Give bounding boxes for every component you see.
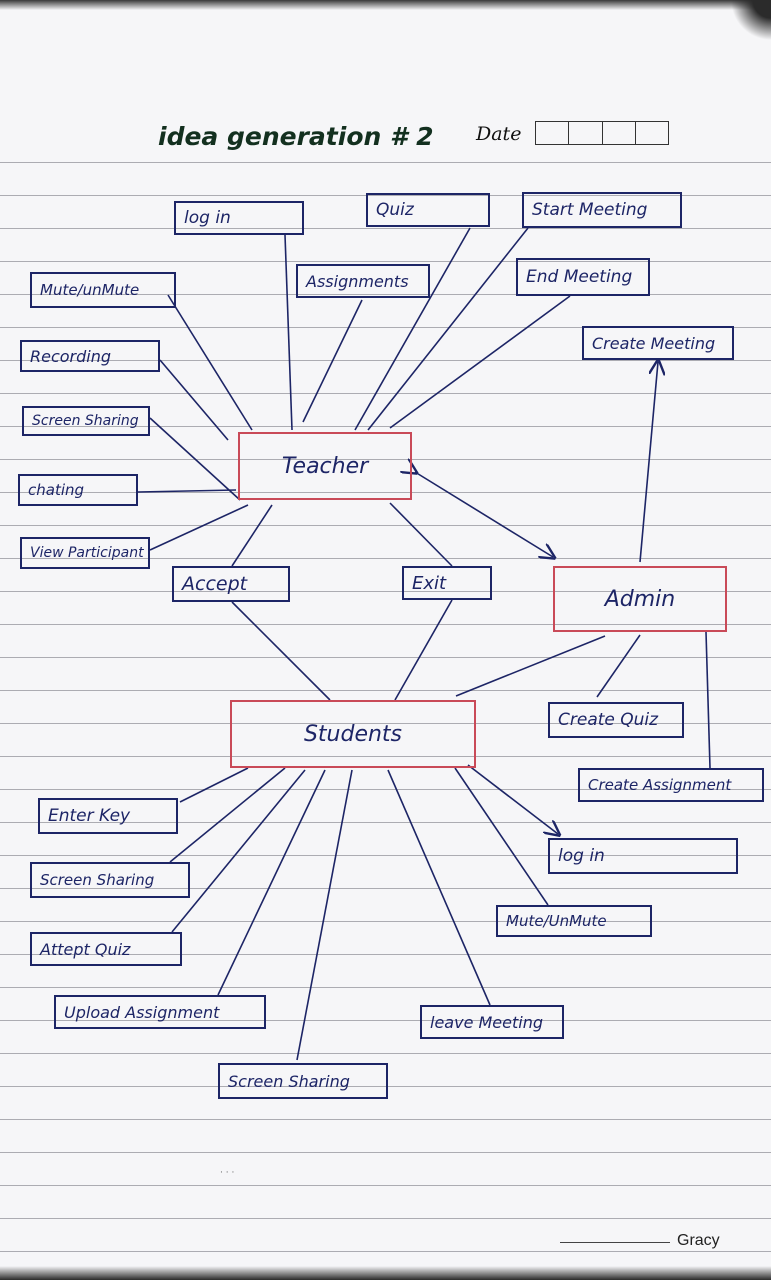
link-students-upload bbox=[217, 769, 326, 996]
ruled-line bbox=[0, 1251, 771, 1252]
end-meeting-box: End Meeting bbox=[516, 258, 650, 296]
ruled-line bbox=[0, 195, 771, 196]
create-meeting-box: Create Meeting bbox=[582, 326, 734, 360]
ruled-line bbox=[0, 657, 771, 658]
teacher-node: Teacher bbox=[238, 432, 412, 500]
ruled-line bbox=[0, 855, 771, 856]
link-teacher-screen bbox=[149, 417, 241, 501]
arrow-students-login bbox=[467, 764, 558, 834]
ruled-line bbox=[0, 558, 771, 559]
recording-box: Recording bbox=[20, 340, 160, 372]
link-teacher-login bbox=[284, 234, 293, 431]
link-teacher-assignments bbox=[302, 299, 363, 423]
link-teacher-chatting bbox=[137, 489, 237, 493]
screen-sharing-student-1-box: Screen Sharing bbox=[30, 862, 190, 898]
enter-key-box: Enter Key bbox=[38, 798, 178, 834]
ruled-line bbox=[0, 525, 771, 526]
ruled-line bbox=[0, 1119, 771, 1120]
mute-unmute-teacher-box: Mute/unMute bbox=[30, 272, 176, 308]
create-assignment-box: Create Assignment bbox=[578, 768, 764, 802]
start-meeting-box: Start Meeting bbox=[522, 192, 682, 228]
link-teacher-mute bbox=[167, 294, 253, 431]
corner-shadow bbox=[731, 0, 771, 40]
assignments-box: Assignments bbox=[296, 264, 430, 298]
ruled-line bbox=[0, 228, 771, 229]
link-teacher-exit bbox=[389, 502, 453, 567]
link-admin-create-quiz bbox=[596, 634, 641, 698]
ruled-line bbox=[0, 162, 771, 163]
ruled-line bbox=[0, 1053, 771, 1054]
create-quiz-box: Create Quiz bbox=[548, 702, 684, 738]
link-teacher-accept bbox=[231, 504, 273, 567]
link-students-screen2 bbox=[296, 769, 353, 1061]
students-node: Students bbox=[230, 700, 476, 768]
link-students-attempt bbox=[171, 769, 306, 933]
screen-sharing-student-2-box: Screen Sharing bbox=[218, 1063, 388, 1099]
ruled-line bbox=[0, 1152, 771, 1153]
attempt-quiz-box: Attept Quiz bbox=[30, 932, 182, 966]
ruled-line bbox=[0, 1218, 771, 1219]
ruled-line bbox=[0, 624, 771, 625]
ruled-line bbox=[0, 756, 771, 757]
ruled-line bbox=[0, 789, 771, 790]
link-teacher-quiz bbox=[354, 227, 471, 431]
ink-smudge: · · · bbox=[220, 1168, 235, 1178]
exit-box: Exit bbox=[402, 566, 492, 600]
brand-label: Gracy bbox=[677, 1232, 720, 1249]
upload-assignment-box: Upload Assignment bbox=[54, 995, 266, 1029]
top-shadow bbox=[0, 0, 771, 10]
ruled-line bbox=[0, 360, 771, 361]
mute-unmute-student-box: Mute/UnMute bbox=[496, 905, 652, 937]
view-participant-box: View Participant bbox=[20, 537, 150, 569]
link-students-leave bbox=[387, 769, 491, 1006]
chatting-box: chating bbox=[18, 474, 138, 506]
ruled-line bbox=[0, 987, 771, 988]
ruled-line bbox=[0, 261, 771, 262]
ruled-line bbox=[0, 1020, 771, 1021]
date-boxes bbox=[535, 121, 669, 145]
ruled-line bbox=[0, 591, 771, 592]
leave-meeting-box: leave Meeting bbox=[420, 1005, 564, 1039]
ruled-line bbox=[0, 1086, 771, 1087]
link-accept-students bbox=[231, 601, 331, 701]
ruled-line bbox=[0, 492, 771, 493]
ruled-line bbox=[0, 426, 771, 427]
ruled-line bbox=[0, 327, 771, 328]
footer-line bbox=[560, 1242, 670, 1243]
ruled-line bbox=[0, 888, 771, 889]
ruled-line bbox=[0, 1185, 771, 1186]
date-label: Date bbox=[476, 123, 522, 145]
ruled-line bbox=[0, 459, 771, 460]
page-title: idea generation # 2 bbox=[158, 122, 434, 151]
link-teacher-start-meeting bbox=[367, 227, 529, 431]
link-admin-students bbox=[455, 635, 606, 697]
ruled-line bbox=[0, 393, 771, 394]
arrow-teacher-admin bbox=[415, 472, 553, 557]
ruled-line bbox=[0, 723, 771, 724]
link-teacher-recording bbox=[159, 359, 229, 441]
link-students-enter-key bbox=[179, 767, 249, 803]
ruled-line bbox=[0, 921, 771, 922]
admin-node: Admin bbox=[553, 566, 727, 632]
ruled-line bbox=[0, 690, 771, 691]
ruled-line bbox=[0, 294, 771, 295]
link-admin-create-assignment bbox=[705, 631, 711, 769]
link-teacher-end-meeting bbox=[389, 295, 571, 429]
arrow-admin-create-meeting bbox=[639, 362, 658, 563]
link-teacher-view bbox=[149, 504, 249, 551]
ruled-line bbox=[0, 822, 771, 823]
accept-box: Accept bbox=[172, 566, 290, 602]
ruled-line bbox=[0, 954, 771, 955]
login-student-box: log in bbox=[548, 838, 738, 874]
screen-sharing-teacher-box: Screen Sharing bbox=[22, 406, 150, 436]
link-exit-students bbox=[394, 599, 453, 701]
login-teacher-box: log in bbox=[174, 201, 304, 235]
quiz-box: Quiz bbox=[366, 193, 490, 227]
bottom-shadow bbox=[0, 1266, 771, 1280]
link-students-screen1 bbox=[169, 767, 286, 863]
link-students-mute bbox=[454, 767, 549, 906]
